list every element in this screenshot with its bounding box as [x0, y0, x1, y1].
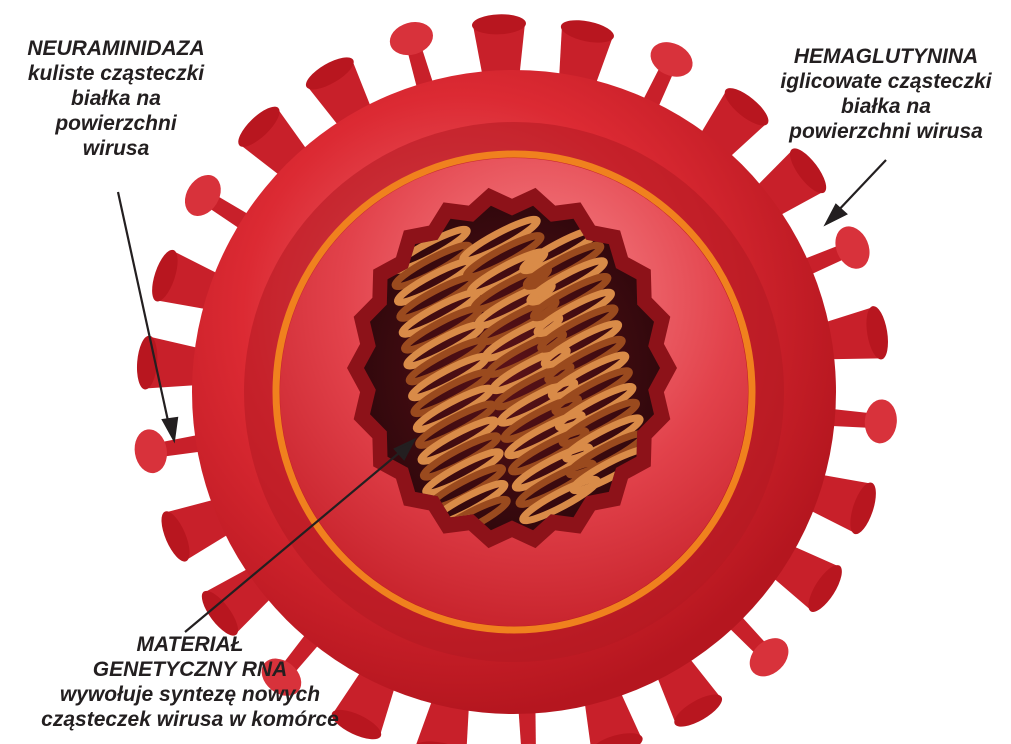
hemaglutynina-desc-line: iglicowate cząsteczki	[760, 69, 1011, 94]
material-desc-line: cząsteczek wirusa w komórce	[20, 707, 360, 732]
hemaglutynina-label: HEMAGLUTYNINA iglicowate cząsteczki biał…	[760, 44, 1011, 144]
hemaglutynina-desc-line: powierzchni wirusa	[760, 119, 1011, 144]
material-title: GENETYCZNY RNA	[20, 657, 360, 682]
hemaglutynina-arrowhead	[826, 205, 846, 224]
spike-cap	[386, 17, 437, 60]
material-label: MATERIAŁ GENETYCZNY RNA wywołuje syntezę…	[20, 632, 360, 732]
spike-cap	[645, 36, 698, 84]
neuraminidaza-desc-line: powierzchni	[0, 111, 232, 136]
material-desc-line: wywołuje syntezę nowych	[20, 682, 360, 707]
spike-cap	[131, 427, 170, 476]
spike-cap	[863, 398, 898, 444]
neuraminidaza-arrowhead	[163, 418, 177, 440]
hemaglutynina-desc-line: białka na	[760, 94, 1011, 119]
material-title: MATERIAŁ	[20, 632, 360, 657]
neuraminidaza-desc-line: wirusa	[0, 136, 232, 161]
neuraminidaza-desc-line: kuliste cząsteczki	[0, 61, 232, 86]
hemaglutynina-title: HEMAGLUTYNINA	[760, 44, 1011, 69]
neuraminidaza-title: NEURAMINIDAZA	[0, 36, 232, 61]
hemaglutynina-pointer	[834, 160, 886, 215]
neuraminidaza-pointer	[118, 192, 170, 430]
neuraminidaza-desc-line: białka na	[0, 86, 232, 111]
spike-cap	[829, 221, 876, 274]
neuraminidaza-label: NEURAMINIDAZA kuliste cząsteczki białka …	[0, 36, 232, 161]
